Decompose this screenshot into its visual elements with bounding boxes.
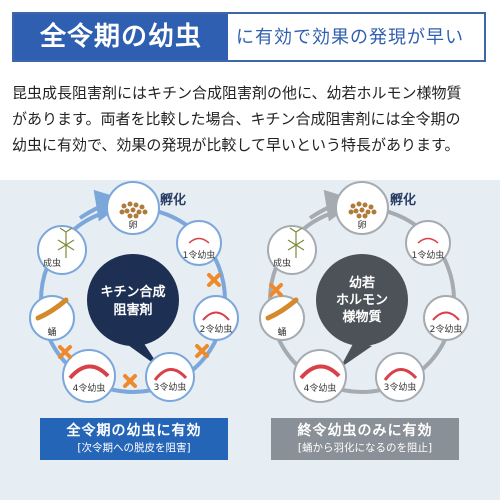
left-node-instar3: 3令幼虫 — [145, 352, 195, 402]
right-node-instar1: 1令幼虫 — [405, 220, 451, 266]
left-stage-instar3: 3令幼虫 — [154, 381, 187, 393]
cross-icon — [58, 345, 72, 359]
left-stage-instar2: 2令幼虫 — [200, 323, 233, 335]
right-node-instar3: 3令幼虫 — [375, 352, 425, 402]
left-cycle: キチン合成 阻害剤 卵 1令幼虫 2令幼虫 3令幼虫 — [29, 181, 239, 403]
cross-icon — [123, 374, 137, 388]
adult-insect-icon — [57, 227, 75, 258]
description-line-2: があります。両者を比較した場合、キチン合成阻害剤には全令期の — [12, 110, 461, 128]
left-center-line-1: キチン合成 — [100, 284, 165, 300]
right-center-line-3: 様物質 — [342, 309, 381, 325]
pupa-icon — [35, 297, 69, 321]
headline-box: 全令期の幼虫 に有効で効果の発現が早い — [12, 12, 486, 62]
headline-sub: に有効で効果の発現が早い — [236, 27, 464, 48]
right-stage-adult: 成虫 — [273, 257, 291, 269]
larva-large-icon — [299, 364, 341, 380]
headline-main: 全令期の幼虫 — [14, 14, 228, 60]
larva-icon — [432, 311, 460, 321]
egg-icon — [348, 201, 377, 219]
left-node-instar4: 4令幼虫 — [62, 349, 116, 403]
right-cycle: 幼若 ホルモン 様物質 卵 1令幼虫 2令幼虫 3令幼虫 — [259, 181, 469, 403]
adult-insect-icon — [287, 227, 305, 258]
right-stage-pupa: 蛹 — [277, 327, 286, 338]
left-node-adult: 成虫 — [37, 225, 87, 275]
larva-large-icon — [68, 364, 110, 380]
left-node-pupa: 蛹 — [29, 295, 75, 341]
larva-icon — [153, 368, 188, 381]
right-center-line-2: ホルモン — [336, 293, 388, 308]
left-node-egg: 卵 — [106, 181, 160, 235]
pupa-icon — [265, 297, 299, 321]
left-center-line-2: 阻害剤 — [113, 302, 152, 318]
left-badge-sub: [次令期への脱皮を阻害] — [77, 442, 191, 454]
larva-small-icon — [188, 237, 210, 244]
right-stage-instar4: 4令幼虫 — [304, 382, 337, 394]
right-badge-title: 終令幼虫のみに有効 — [297, 423, 433, 439]
left-hatch-label: 孵化 — [160, 192, 186, 208]
right-result-badge: 終令幼虫のみに有効 [蛹から羽化になるのを阻止] — [271, 418, 459, 460]
left-badge-title: 全令期の幼虫に有効 — [66, 423, 202, 439]
right-node-pupa: 蛹 — [259, 295, 305, 341]
cross-icon — [195, 344, 209, 358]
right-stage-instar3: 3令幼虫 — [384, 381, 417, 393]
right-stage-instar1: 1令幼虫 — [412, 249, 445, 261]
right-badge-sub: [蛹から羽化になるのを阻止] — [297, 442, 433, 454]
left-stage-pupa: 蛹 — [47, 327, 56, 338]
right-node-adult: 成虫 — [267, 225, 317, 275]
left-block-marks — [58, 273, 221, 388]
right-stage-instar2: 2令幼虫 — [430, 323, 463, 335]
right-node-instar2: 2令幼虫 — [423, 295, 469, 341]
cross-icon — [207, 273, 221, 287]
right-block-marks — [269, 283, 283, 297]
left-stage-adult: 成虫 — [43, 257, 61, 269]
left-result-badge: 全令期の幼虫に有効 [次令期への脱皮を阻害] — [40, 418, 228, 460]
left-center-circle — [87, 254, 179, 346]
larva-small-icon — [417, 237, 439, 244]
left-node-instar1: 1令幼虫 — [176, 220, 222, 266]
left-stage-instar4: 4令幼虫 — [73, 382, 106, 394]
larva-icon — [202, 311, 230, 321]
right-node-egg: 卵 — [335, 181, 389, 235]
cross-icon — [269, 283, 283, 297]
larva-icon — [383, 368, 418, 381]
left-node-instar2: 2令幼虫 — [193, 295, 239, 341]
right-center-circle — [316, 254, 408, 346]
left-stage-instar1: 1令幼虫 — [183, 249, 216, 261]
description-line-3: 幼虫に有効で、効果の発現が比較して早いという特長があります。 — [12, 136, 460, 154]
right-center-pointer — [340, 342, 372, 368]
right-stage-egg: 卵 — [357, 220, 366, 231]
description-line-1: 昆虫成長阻害剤にはキチン合成阻害剤の他に、幼若ホルモン様物質 — [12, 84, 462, 102]
egg-icon — [119, 201, 148, 219]
description: 昆虫成長阻害剤にはキチン合成阻害剤の他に、幼若ホルモン様物質 があります。両者を… — [12, 80, 490, 158]
right-center-line-1: 幼若 — [349, 275, 375, 291]
left-stage-egg: 卵 — [128, 220, 137, 231]
right-hatch-label: 孵化 — [390, 192, 416, 208]
right-node-instar4: 4令幼虫 — [293, 349, 347, 403]
